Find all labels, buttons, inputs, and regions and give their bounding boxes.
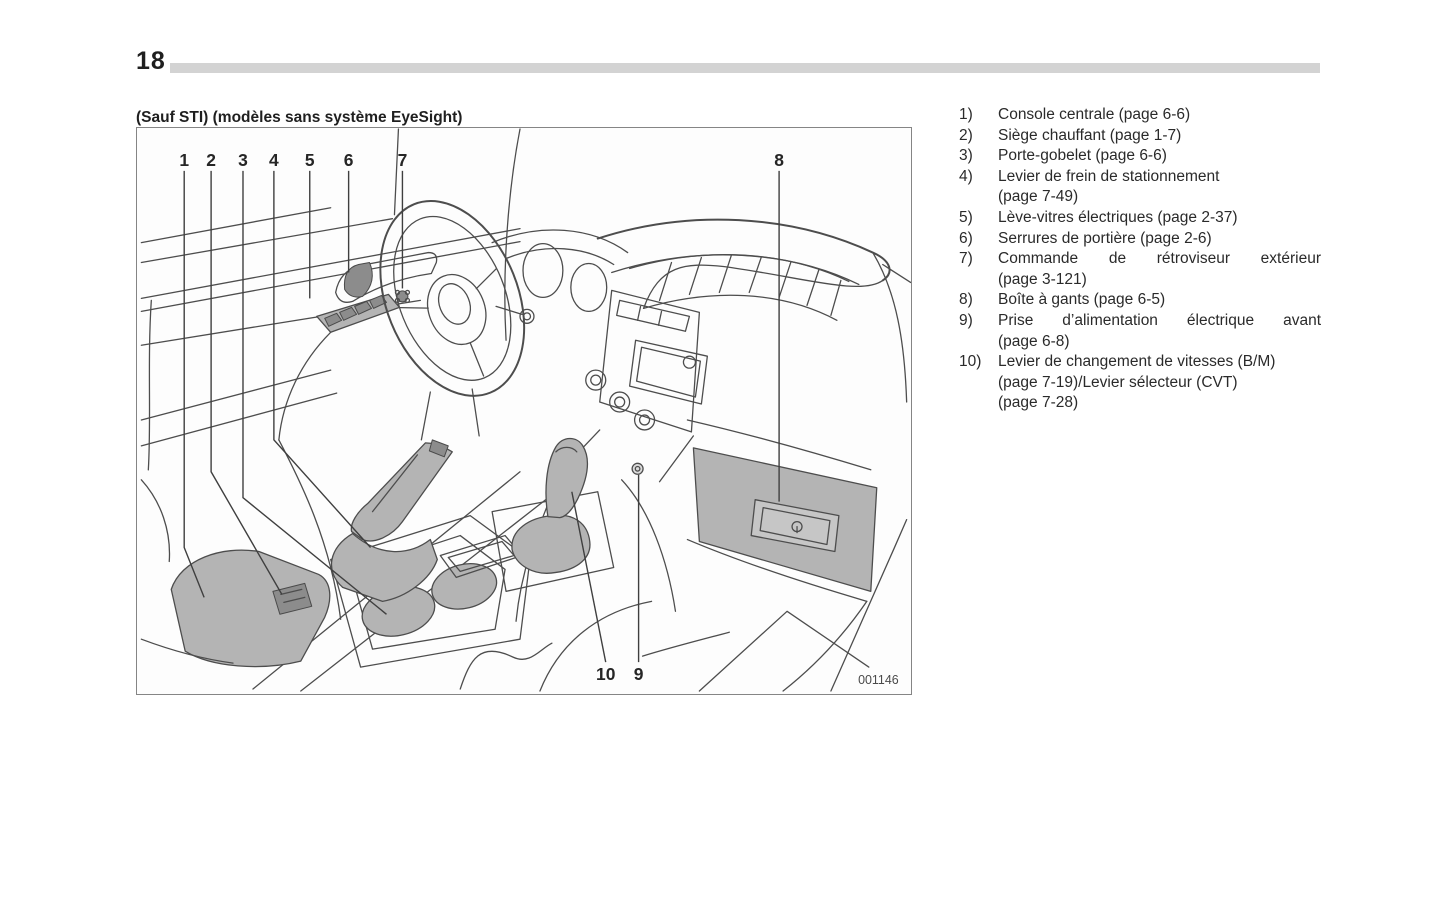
legend-item-number: 1) <box>959 106 973 123</box>
shift-lever <box>491 437 615 593</box>
leader-line-3 <box>242 170 387 615</box>
callout-5: 5 <box>305 150 315 170</box>
legend-item-text: Serrures de portière (page 2-6) <box>998 229 1212 247</box>
callout-1: 1 <box>179 150 189 170</box>
legend-item-number: 7) <box>959 250 973 268</box>
figure-code: 001146 <box>858 673 899 687</box>
legend-item-text: Prise d’alimentation électrique avant <box>998 311 1321 329</box>
window-switches <box>316 293 401 333</box>
audio-display <box>628 339 708 405</box>
legend-item-text: Boîte à gants (page 6-5) <box>998 291 1166 309</box>
figure-caption: (Sauf STI) (modèles sans système EyeSigh… <box>136 109 463 126</box>
callout-numbers: 1 2 3 4 5 6 7 8 9 10 <box>179 150 784 684</box>
callout-3: 3 <box>238 150 248 170</box>
steering-wheel <box>379 199 526 397</box>
callout-9: 9 <box>634 664 644 684</box>
legend-item-text: (page 6-8) <box>998 332 1070 350</box>
legend-item-1: 1) Console centrale (page 6-6) <box>959 105 1321 126</box>
dashboard-cowl <box>596 218 911 403</box>
page-number: 18 <box>136 47 166 75</box>
legend-item-number: 5) <box>959 208 973 226</box>
legend-list: 1) Console centrale (page 6-6) 2) Siège … <box>959 105 1321 414</box>
interior-diagram-figure: 1 2 3 4 5 6 7 8 9 10 001146 <box>136 127 912 695</box>
instrument-panel <box>491 229 708 483</box>
legend-item-number: 9) <box>959 311 973 329</box>
handbrake-lever <box>330 439 453 602</box>
legend-item-3: 3) Porte-gobelet (page 6-6) <box>959 146 1321 167</box>
center-console <box>170 439 563 668</box>
legend-item-text: (page 3-121) <box>998 270 1087 288</box>
legend-item-9: 9) Prise d’alimentation électrique avant… <box>959 311 1321 352</box>
callout-7: 7 <box>398 150 408 170</box>
callout-8: 8 <box>774 150 784 170</box>
legend-item-text: Porte-gobelet (page 6-6) <box>998 147 1167 165</box>
power-outlet <box>631 462 644 475</box>
legend-item-6: 6) Serrures de portière (page 2-6) <box>959 229 1321 250</box>
leader-line-2 <box>210 170 283 595</box>
legend-item-number: 2) <box>959 126 973 144</box>
legend-item-number: 8) <box>959 291 973 309</box>
legend-item-text: Lève-vitres électriques (page 2-37) <box>998 208 1238 226</box>
door-handle <box>335 251 438 303</box>
legend-item-8: 8) Boîte à gants (page 6-5) <box>959 290 1321 311</box>
legend-item-text: Commande de rétroviseur extérieur <box>998 250 1321 268</box>
callout-6: 6 <box>344 150 354 170</box>
header-rule <box>170 63 1320 73</box>
legend-item-4: 4) Levier de frein de stationnement (pag… <box>959 167 1321 208</box>
legend-item-text: (page 7-28) <box>998 394 1079 412</box>
floor-lines <box>140 479 908 692</box>
callout-4: 4 <box>269 150 279 170</box>
console-lid <box>170 549 331 668</box>
legend-item-text: Console centrale (page 6-6) <box>998 106 1191 123</box>
callout-10: 10 <box>596 664 615 684</box>
legend-item-number: 6) <box>959 229 973 247</box>
legend-item-number: 10) <box>959 353 982 371</box>
legend-item-number: 4) <box>959 167 973 185</box>
callout-2: 2 <box>206 150 216 170</box>
legend-item-7: 7) Commande de rétroviseur extérieur (pa… <box>959 249 1321 290</box>
legend-item-2: 2) Siège chauffant (page 1-7) <box>959 126 1321 147</box>
legend-item-text: (page 7-49) <box>998 188 1079 206</box>
leader-lines <box>183 170 780 663</box>
leader-line-10 <box>571 491 607 663</box>
legend-item-number: 3) <box>959 147 973 165</box>
leader-line-4 <box>273 170 372 548</box>
leader-line-1 <box>183 170 205 598</box>
legend-item-text: Levier de changement de vitesses (B/M) <box>998 353 1276 371</box>
interior-line-drawing: 1 2 3 4 5 6 7 8 9 10 001146 <box>140 128 911 692</box>
legend-item-5: 5) Lève-vitres électriques (page 2-37) <box>959 208 1321 229</box>
legend-item-10: 10) Levier de changement de vitesses (B/… <box>959 352 1321 414</box>
glove-box <box>686 419 878 602</box>
legend-item-text: Siège chauffant (page 1-7) <box>998 126 1182 144</box>
heated-seat-switch <box>272 582 313 615</box>
legend-item-text: (page 7-19)/Levier sélecteur (CVT) <box>998 373 1238 391</box>
legend-item-text: Levier de frein de stationnement <box>998 167 1220 185</box>
